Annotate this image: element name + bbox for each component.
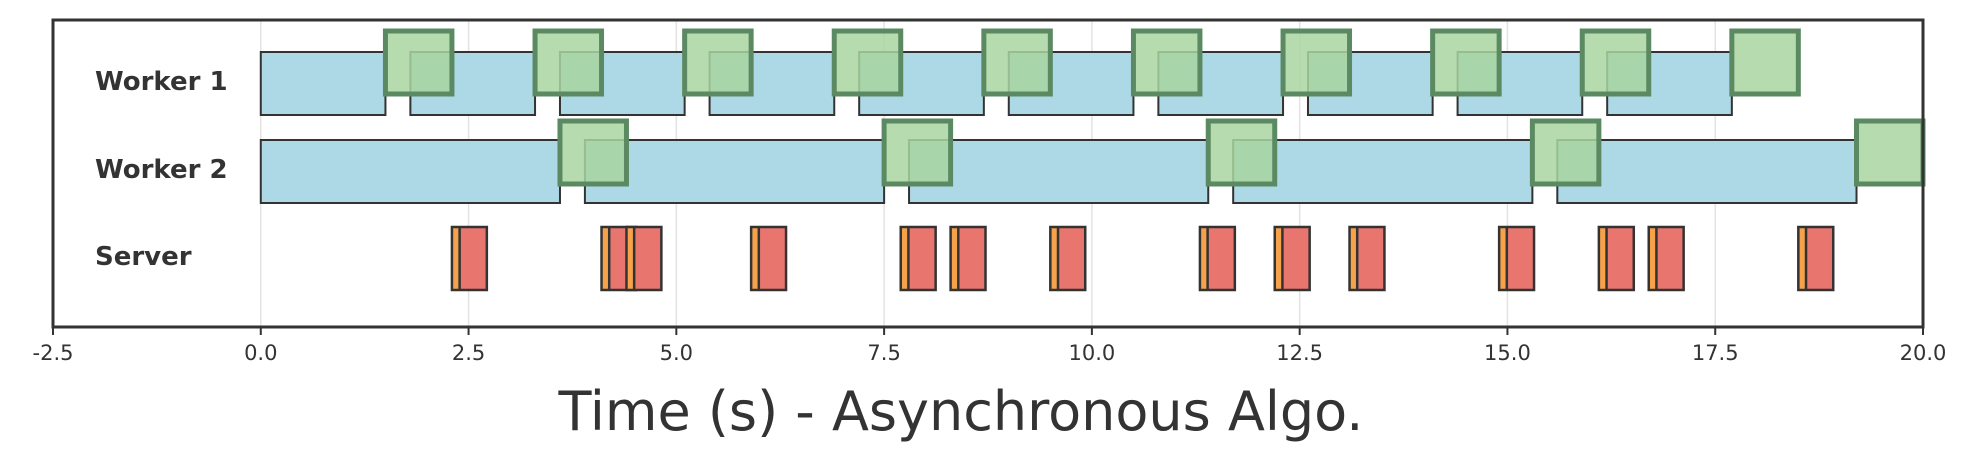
x-tick-label: 0.0: [244, 341, 277, 365]
x-tick-label: 2.5: [452, 341, 485, 365]
server-io-segment: [751, 227, 759, 290]
x-tick-label: 15.0: [1484, 341, 1531, 365]
server-op-bar: [1049, 225, 1087, 292]
worker1-comm-bar: [1280, 28, 1353, 97]
server-io-segment: [1648, 227, 1657, 290]
worker1-comm-bar: [682, 28, 754, 97]
server-op-bar: [1348, 225, 1386, 292]
server-update-segment: [758, 227, 787, 290]
server-op-bar: [1198, 225, 1237, 292]
server-update-segment: [908, 227, 936, 290]
server-io-segment: [451, 227, 460, 290]
x-axis-ticks: -2.5 0.0 2.5 5.0 7.5 10.0 12.5 15.0 17.5 20.0: [33, 327, 1947, 365]
server-io-segment: [1199, 227, 1208, 290]
timeline-bars: [259, 28, 1926, 292]
server-update-segment: [634, 227, 662, 290]
server-io-segment: [601, 227, 610, 290]
worker2-comm-bar: [881, 118, 954, 187]
server-op-bar: [1497, 225, 1536, 292]
worker2-compute-bar: [1232, 139, 1534, 204]
worker2-compute-bar: [908, 139, 1210, 204]
worker2-compute-bar: [259, 139, 561, 204]
server-update-segment: [1282, 227, 1310, 290]
worker2-comm-bar: [1529, 118, 1602, 187]
row-label-worker-2: Worker 2: [95, 155, 228, 185]
worker2-comm-bar: [1854, 118, 1926, 187]
server-io-segment: [1598, 227, 1607, 290]
worker1-comm-bar: [532, 28, 605, 97]
server-op-bar: [1273, 225, 1311, 292]
worker1-compute-bar: [259, 51, 387, 116]
server-update-segment: [1207, 227, 1235, 290]
server-io-segment: [1050, 227, 1059, 290]
x-tick-label: 7.5: [867, 341, 900, 365]
worker2-compute-bar: [1556, 139, 1858, 204]
server-io-segment: [1349, 227, 1358, 290]
server-io-segment: [1499, 227, 1507, 290]
server-update-segment: [1058, 227, 1086, 290]
server-io-segment: [950, 227, 959, 290]
server-update-segment: [1606, 227, 1634, 290]
server-update-segment: [1656, 227, 1684, 290]
plot-frame: [51, 18, 1925, 329]
server-op-bar: [949, 225, 987, 292]
x-tick-label: 17.5: [1692, 341, 1739, 365]
server-io-segment: [1798, 227, 1807, 290]
server-update-segment: [958, 227, 986, 290]
server-update-segment: [1357, 227, 1385, 290]
x-tick-label: 5.0: [660, 341, 693, 365]
server-op-bar: [1597, 225, 1636, 292]
worker1-comm-bar: [831, 28, 904, 97]
server-update-segment: [1506, 227, 1535, 290]
worker2-comm-bar: [557, 118, 629, 187]
x-tick-label: 20.0: [1900, 341, 1947, 365]
server-update-segment: [1806, 227, 1834, 290]
row-label-worker-1: Worker 1: [95, 67, 228, 97]
server-update-segment: [459, 227, 487, 290]
worker1-comm-bar: [1579, 28, 1652, 97]
server-io-segment: [1274, 227, 1283, 290]
row-labels: Worker 1 Worker 2 Server: [95, 67, 228, 272]
worker2-comm-bar: [1205, 118, 1278, 187]
server-io-segment: [626, 227, 635, 290]
worker1-comm-bar: [1430, 28, 1502, 97]
server-op-bar: [450, 225, 489, 292]
x-tick-label: -2.5: [33, 341, 74, 365]
server-op-bar: [1797, 225, 1835, 292]
worker2-compute-bar: [583, 139, 886, 204]
row-label-server: Server: [95, 242, 192, 272]
x-tick-label: 12.5: [1276, 341, 1323, 365]
x-axis-label: Time (s) - Asynchronous Algo.: [558, 380, 1364, 443]
server-op-bar: [625, 225, 663, 292]
worker1-comm-bar: [382, 28, 455, 97]
server-io-segment: [900, 227, 909, 290]
worker1-comm-bar: [1130, 28, 1203, 97]
server-op-bar: [899, 225, 937, 292]
worker1-comm-bar: [981, 28, 1053, 97]
x-tick-label: 10.0: [1069, 341, 1116, 365]
worker1-comm-bar: [1729, 28, 1801, 97]
server-op-bar: [749, 225, 788, 292]
server-op-bar: [1647, 225, 1685, 292]
